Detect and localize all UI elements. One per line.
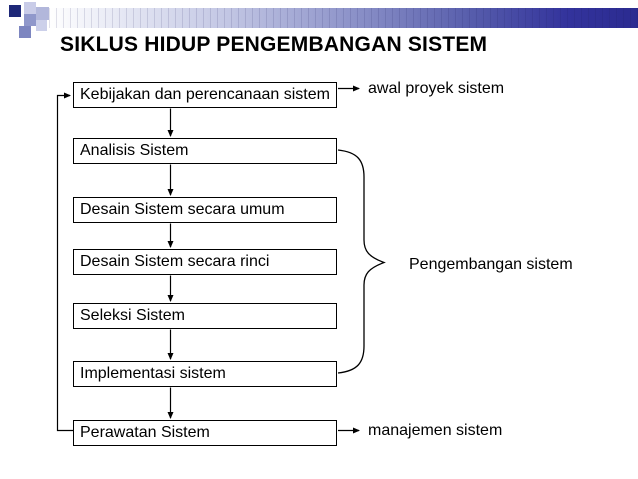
logo-square-pale — [36, 7, 49, 20]
logo-square-light — [24, 2, 36, 14]
slide-title: SIKLUS HIDUP PENGEMBANGAN SISTEM — [60, 33, 488, 56]
label-pengembangan-sistem: Pengembangan sistem — [409, 256, 573, 273]
flow-box-kebijakan: Kebijakan dan perencanaan sistem — [73, 82, 337, 108]
flow-box-seleksi: Seleksi Sistem — [73, 303, 337, 329]
logo-square-medium — [24, 14, 36, 26]
logo-square-dark — [9, 5, 21, 17]
label-manajemen-sistem: manajemen sistem — [368, 422, 503, 439]
flow-box-perawatan: Perawatan Sistem — [73, 420, 337, 446]
flow-box-analisis: Analisis Sistem — [73, 138, 337, 164]
logo-square-blue — [19, 26, 31, 38]
flow-box-desain-rinci: Desain Sistem secara rinci — [73, 249, 337, 275]
flow-box-implementasi: Implementasi sistem — [73, 361, 337, 387]
logo-square-light2 — [36, 20, 47, 31]
label-awal-proyek-sistem: awal proyek sistem — [368, 80, 505, 97]
feedback-loop-line — [58, 92, 74, 431]
group-brace — [338, 150, 384, 373]
flow-box-desain-umum: Desain Sistem secara umum — [73, 197, 337, 223]
header-gradient-bar — [49, 8, 638, 28]
